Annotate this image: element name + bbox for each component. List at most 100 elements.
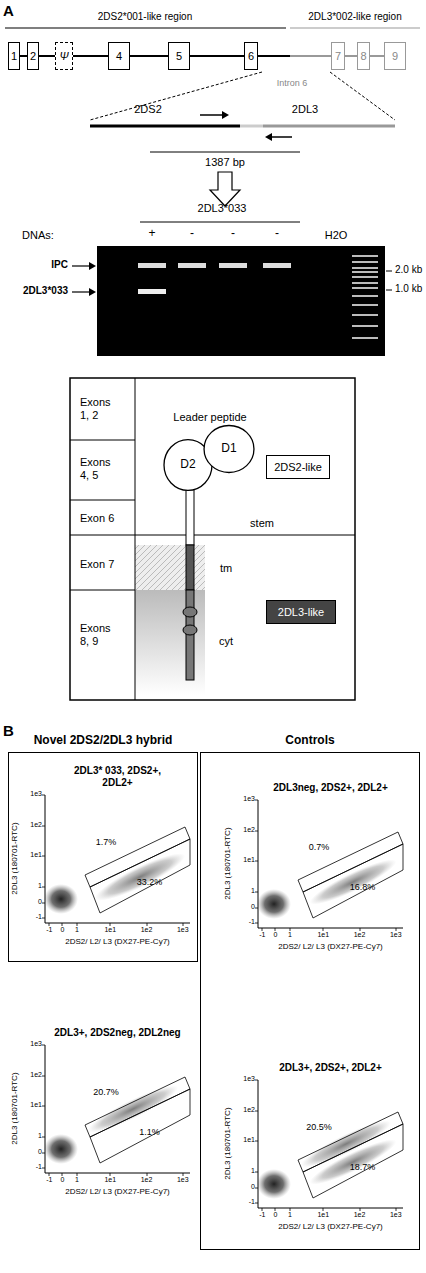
protein-schematic (70, 590, 135, 591)
tick-label: -1 (231, 1198, 255, 1206)
gel-image (72, 246, 392, 356)
gel-image (89, 262, 96, 270)
intron-line (190, 55, 244, 57)
axis-label: 2DS2/ L2/ L3 (DX27-PE-Cy7) (246, 942, 416, 951)
intron-zoom (222, 111, 229, 119)
pseudo-exon-box: Ψ (55, 42, 73, 70)
zoom-lines (90, 72, 262, 120)
node-text: 4 (116, 50, 122, 62)
tick-label: 0 (18, 1148, 42, 1156)
zoom-lines (330, 72, 395, 120)
flow-plot (44, 1134, 78, 1164)
plot-title: 2DL3* 033, 2DS2+, 2DL2+ (70, 765, 165, 788)
region-brackets (290, 27, 420, 28)
plot-title: 2DL3+, 2DS2+, 2DL2+ (246, 1062, 416, 1074)
tick-label: 0 (231, 1183, 255, 1191)
intron-line (345, 55, 357, 57)
domain-label: stem (242, 517, 282, 530)
panel-heading: Controls (201, 734, 419, 747)
origin-box: 2DS2-like (266, 455, 330, 479)
tick-label: -1 (39, 1176, 59, 1184)
gate-percent: 20.5% (299, 1122, 339, 1132)
tick-label: 1 (280, 1211, 300, 1219)
node-text: D2 (180, 458, 195, 471)
node-text: 7 (335, 50, 341, 62)
tick-label: 1e2 (18, 1071, 42, 1079)
band-label: IPC (28, 259, 68, 271)
tick-label: 1e2 (231, 826, 255, 834)
protein-schematic (70, 535, 355, 536)
lane-sign: - (226, 227, 240, 241)
gel-image (138, 289, 166, 294)
intron-line (130, 55, 168, 57)
tick-label: 1 (231, 1167, 255, 1175)
exon-box: 7 (331, 42, 345, 70)
region-label: 2DL3*002-like region (285, 11, 425, 23)
intron-zoom (200, 114, 223, 116)
node-text: 9 (392, 50, 398, 62)
tick-label: 1e2 (137, 1176, 157, 1184)
region-label: 2DS2*001-like region (35, 11, 255, 23)
intron-line (39, 55, 55, 57)
tick-label: -1 (252, 931, 272, 939)
tick-label: -1 (252, 1211, 272, 1219)
panel-letter: B (3, 722, 23, 739)
tick-label: 1e1 (18, 1101, 42, 1109)
domain-outline (204, 426, 254, 473)
axis-label: 2DS2/ L2/ L3 (DX27-PE-Cy7) (33, 1187, 203, 1196)
intron-zoom (210, 172, 240, 206)
gel-image (72, 265, 90, 266)
node-text: Ψ (59, 50, 68, 62)
flow-plot (255, 1080, 403, 1211)
protein-schematic (135, 545, 205, 590)
intron-zoom (240, 125, 263, 128)
gel-image (352, 256, 378, 338)
tick-label: 1e1 (100, 926, 120, 934)
flow-plot (255, 1080, 403, 1211)
tick-label: 1e2 (350, 1211, 370, 1219)
domain-label: cyt (211, 635, 241, 648)
tick-label: 1e3 (18, 790, 42, 798)
intron-line (258, 55, 331, 57)
size-label: 1387 bp (195, 156, 255, 169)
tick-label: 1e1 (231, 1136, 255, 1144)
gel-image (89, 288, 96, 296)
flow-plot (42, 1045, 190, 1176)
node-text: D1 (221, 442, 236, 455)
gate-percent: 1.7% (86, 837, 126, 847)
exon-box: 6 (244, 42, 258, 70)
gel-image (219, 263, 247, 268)
tick-label: 0 (231, 903, 255, 911)
protein-schematic (135, 590, 205, 695)
gate-percent: 33.2% (129, 877, 169, 887)
tick-label: -1 (231, 918, 255, 926)
node-text: 2 (30, 50, 36, 62)
gel-image (386, 290, 392, 291)
axis-label: 2DL3 (180701-RTC) (10, 1039, 19, 1179)
gate-percent: 0.7% (299, 842, 339, 852)
tick-label: 1 (18, 1132, 42, 1140)
tick-label: 0 (265, 931, 285, 939)
gel-image (386, 271, 392, 272)
gel-image (138, 263, 166, 268)
panel-letter: A (3, 2, 23, 19)
flow-plot (306, 853, 400, 911)
tick-label: 1e1 (18, 851, 42, 859)
tick-label: 1 (67, 926, 87, 934)
flow-plot (44, 884, 78, 914)
node-text: 1 (11, 50, 17, 62)
flow-plot (255, 800, 403, 931)
lane-sign: - (185, 227, 199, 241)
exon-row-label: Exon 6 (80, 512, 120, 525)
tick-label: 1 (231, 887, 255, 895)
tick-label: 1 (67, 1176, 87, 1184)
flow-plot (257, 889, 291, 919)
exon-box: 8 (357, 42, 370, 70)
intron-label: Intron 6 (262, 78, 322, 88)
tick-label: 1e2 (18, 821, 42, 829)
exon-row-label: Exon 7 (80, 558, 120, 571)
tick-label: 1e3 (18, 1040, 42, 1048)
origin-box: 2DL3-like (266, 600, 336, 624)
